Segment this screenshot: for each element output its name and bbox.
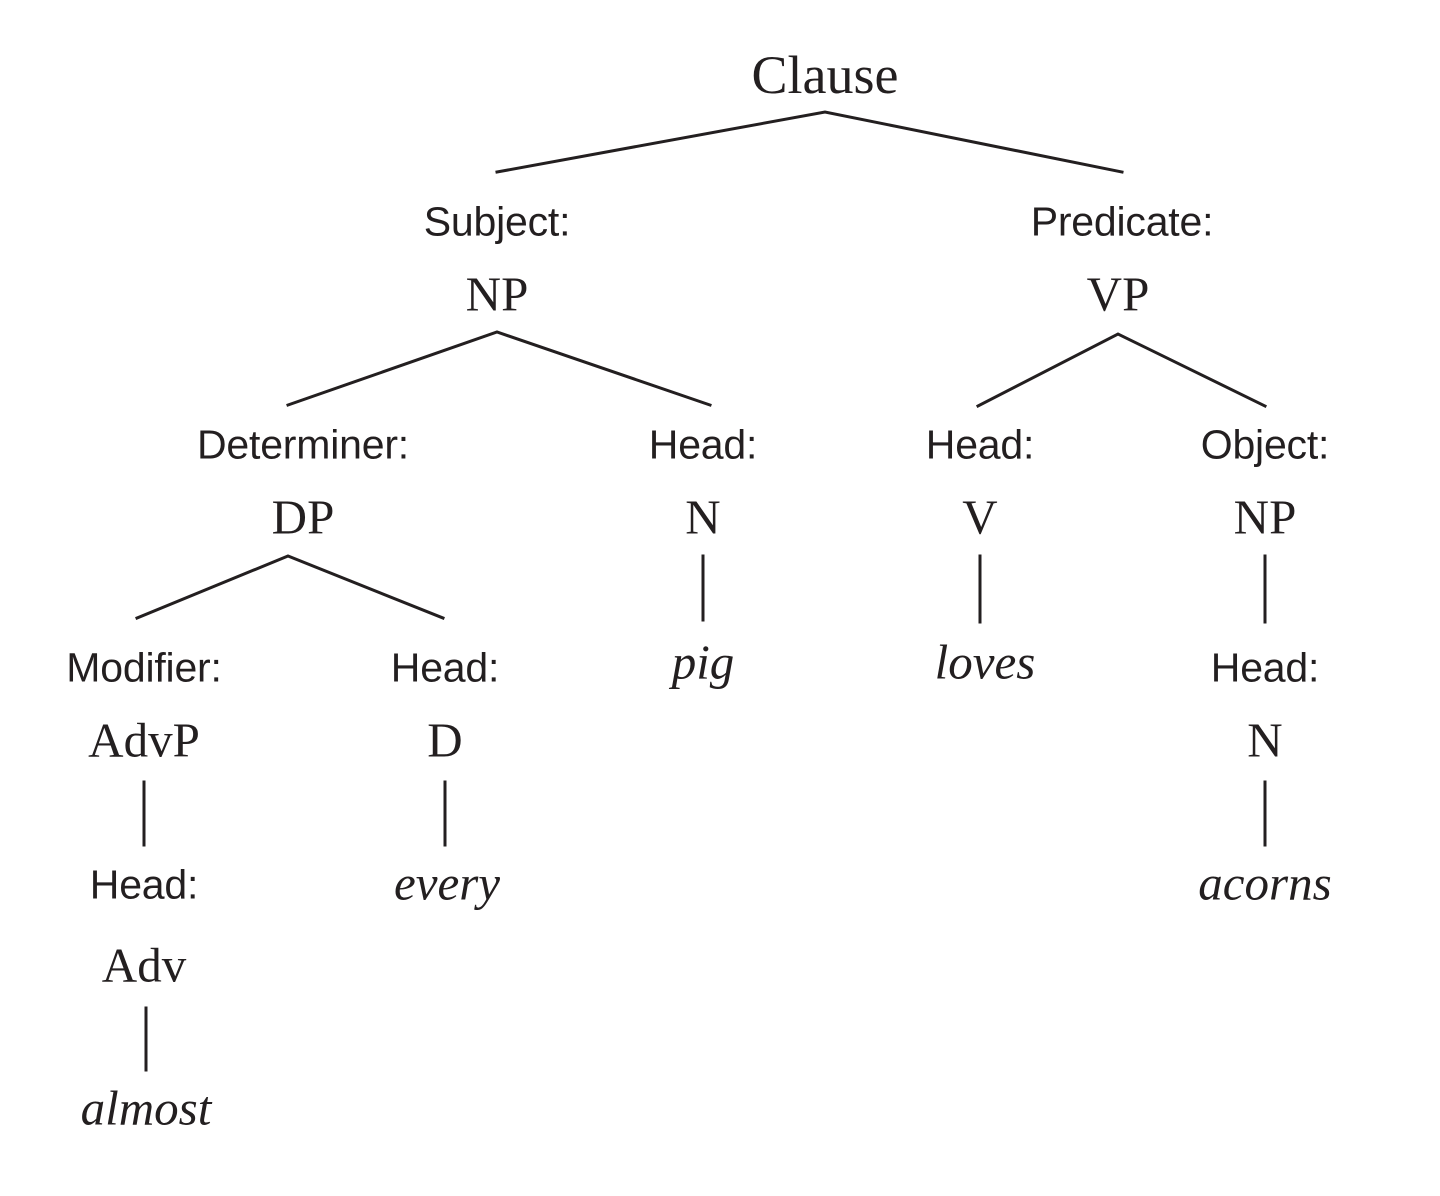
label-advp-head-function: Head: <box>89 861 199 908</box>
node-subject-np: NP <box>465 266 529 322</box>
node-vp-head-v: V <box>962 489 998 545</box>
label-object-function: Object: <box>1200 421 1330 468</box>
label-predicate-function: Predicate: <box>1030 198 1214 245</box>
terminal-loves: loves <box>934 634 1036 690</box>
label-modifier-function: Modifier: <box>66 644 222 691</box>
label-object-head-function: Head: <box>1210 644 1320 691</box>
edge-clause-branch <box>495 110 1124 174</box>
label-np-head-function: Head: <box>648 421 758 468</box>
edge-dp-branch <box>135 554 445 620</box>
node-dp-head-d: D <box>427 712 463 768</box>
terminal-almost: almost <box>80 1080 212 1136</box>
terminal-pig: pig <box>671 634 735 690</box>
edge-vp-branch <box>975 332 1268 409</box>
node-advp-head-adv: Adv <box>101 937 187 993</box>
label-vp-head-function: Head: <box>925 421 1035 468</box>
node-object-head-n: N <box>1247 712 1283 768</box>
node-predicate-vp: VP <box>1086 266 1150 322</box>
terminal-acorns: acorns <box>1198 855 1332 911</box>
label-dp-head-function: Head: <box>390 644 500 691</box>
label-determiner-function: Determiner: <box>197 421 409 468</box>
node-modifier-advp: AdvP <box>88 712 200 768</box>
edge-np-branch <box>286 330 712 407</box>
node-determiner-dp: DP <box>271 489 335 545</box>
terminal-every: every <box>393 855 501 911</box>
node-object-np: NP <box>1233 489 1297 545</box>
node-clause: Clause <box>751 45 899 105</box>
label-subject-function: Subject: <box>423 198 571 245</box>
stem-lines <box>142 554 1267 1072</box>
node-np-head-n: N <box>685 489 721 545</box>
